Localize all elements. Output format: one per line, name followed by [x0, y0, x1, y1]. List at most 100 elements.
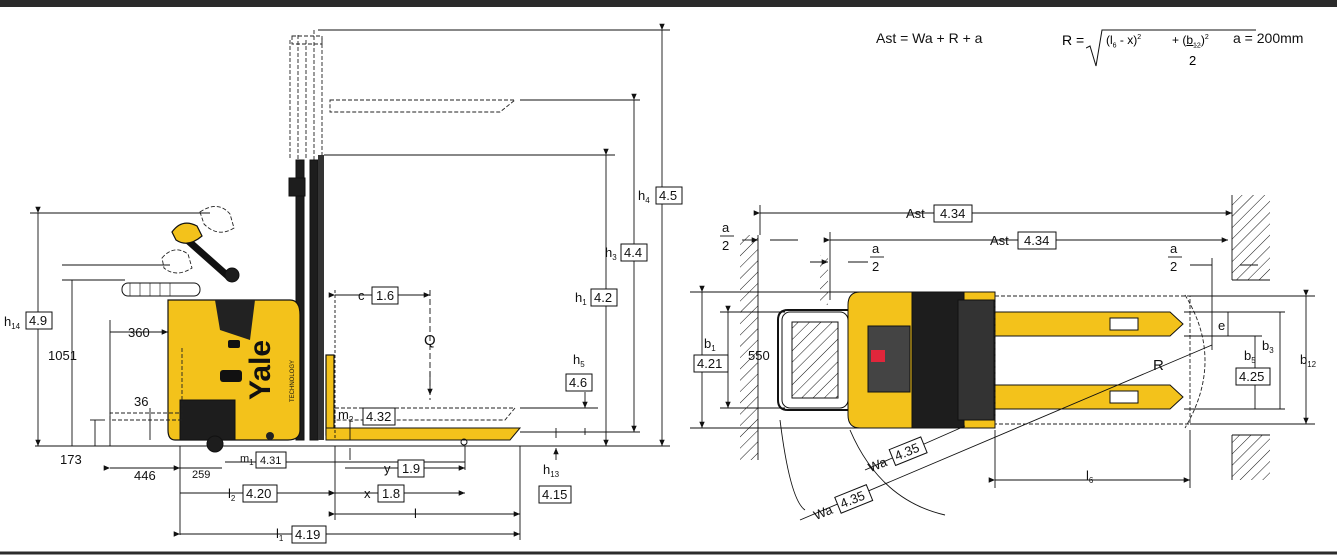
mast-top — [957, 299, 995, 421]
body-slot — [220, 370, 242, 382]
wall-inner-left — [820, 255, 828, 305]
control-panel — [215, 300, 255, 340]
load-wheel — [460, 438, 468, 446]
mast-rail-right — [309, 159, 319, 441]
brand-tagline: TECHNOLOGY — [290, 360, 296, 402]
l2-label: l2 — [228, 486, 236, 503]
wall-right-bottom — [1232, 435, 1270, 480]
fork-raised-outline — [334, 407, 516, 421]
e-label: e — [1218, 318, 1225, 333]
c-label: c — [358, 288, 365, 303]
h4-label: h4 — [638, 188, 650, 205]
ast-formula: Ast = Wa + R + a — [876, 30, 983, 46]
a-value-formula: a = 200mm — [1233, 30, 1304, 46]
r-formula: R = (l6 - x)2 + (b12)2 2 — [1062, 26, 1262, 74]
l1-label: l1 — [276, 526, 284, 543]
bolt — [266, 432, 274, 440]
pallet-swing-arc — [1184, 294, 1206, 429]
l1-ref: 4.19 — [295, 527, 320, 542]
h1-label: h1 — [575, 290, 587, 307]
h13-ref: 4.15 — [542, 487, 567, 502]
svg-text:Wa: Wa — [811, 502, 835, 523]
mast — [288, 155, 335, 441]
h5-ref: 4.6 — [569, 375, 587, 390]
l2-ref: 4.20 — [246, 486, 271, 501]
dim-36: 36 — [134, 394, 148, 409]
battery-top — [911, 291, 965, 429]
tiller-head-lowered — [161, 249, 193, 274]
h14-ref: 4.9 — [29, 313, 47, 328]
y-label: y — [384, 461, 391, 476]
r-formula-lhs: R = — [1062, 32, 1085, 48]
side-view: Yale TECHNOLOGY — [4, 23, 683, 544]
wall-left — [740, 235, 758, 460]
ast2-label: Ast — [990, 233, 1009, 248]
tiller-pivot — [224, 267, 240, 283]
m2-ref: 4.32 — [366, 409, 391, 424]
mast-rail-left — [295, 159, 305, 441]
b1-ref: 4.21 — [697, 356, 722, 371]
platform-mat — [791, 321, 839, 399]
fork — [325, 427, 522, 441]
dim-1051: 1051 — [48, 348, 77, 363]
top-view: Ast 4.34 Ast 4.34 a 2 a 2 a 2 b1 4.21 55… — [690, 195, 1317, 523]
top-border-bar — [0, 0, 1337, 7]
b1-label: b1 — [704, 336, 716, 353]
svg-text:Wa: Wa — [866, 454, 890, 475]
top-labels: Ast 4.34 Ast 4.34 a 2 a 2 a 2 b1 4.21 55… — [693, 204, 1317, 523]
ast-ref: 4.34 — [940, 206, 965, 221]
dim-550: 550 — [748, 348, 770, 363]
m1-ref: 4.31 — [260, 455, 281, 467]
wa-arc-inner — [849, 429, 946, 516]
load-roller-right — [1109, 390, 1139, 404]
m2-label: m2 — [338, 407, 354, 424]
emergency-button — [871, 350, 885, 362]
ast-label: Ast — [906, 206, 925, 221]
sqrt-sign — [1086, 29, 1256, 67]
a-half-right-num: a — [1170, 241, 1178, 256]
fork-top-left — [994, 311, 1184, 337]
h4-ref: 4.5 — [659, 188, 677, 203]
ast2-ref: 4.34 — [1024, 233, 1049, 248]
r-formula-denominator: 2 — [1189, 53, 1197, 68]
dim-173: 173 — [60, 452, 82, 467]
l6-label: l6 — [1086, 468, 1094, 485]
tiller-head-raised — [199, 206, 235, 233]
m1-label: m1 — [240, 453, 254, 467]
y-ref: 1.9 — [402, 461, 420, 476]
pallet-outline — [994, 295, 1191, 425]
x-ref: 1.8 — [382, 486, 400, 501]
dim-446: 446 — [134, 468, 156, 483]
drive-wheel — [206, 435, 224, 453]
load-roller-left — [1109, 317, 1139, 331]
c-ref: 1.6 — [376, 288, 394, 303]
a-half-mid-num: a — [872, 241, 880, 256]
tiller — [121, 206, 240, 297]
b5-label: b5 — [1244, 348, 1256, 365]
h3-ref: 4.4 — [624, 245, 642, 260]
fork-carriage — [325, 354, 335, 436]
tiller-head — [171, 222, 203, 244]
mast-rail-back — [318, 155, 324, 440]
r-formula-term-b: + (b12)2 — [1172, 33, 1209, 50]
load-q-label: Q — [424, 332, 436, 349]
h5-label: h5 — [573, 352, 585, 369]
wa-label-outer: Wa 4.35 — [811, 484, 874, 523]
h13-label: h13 — [543, 462, 560, 479]
r-formula-term-a: (l6 - x)2 — [1106, 33, 1142, 50]
brand-logo: Yale — [244, 340, 277, 400]
x-label: x — [364, 486, 371, 501]
battery-compartment — [179, 399, 236, 441]
wa-arc-outer — [779, 419, 806, 511]
side-labels: h14 4.9 1051 360 36 173 446 259 m1 4.31 … — [4, 186, 683, 544]
r-label: R — [1153, 357, 1164, 374]
wall-right-top — [1232, 195, 1270, 280]
h3-label: h3 — [605, 245, 617, 262]
b12-label: b12 — [1300, 352, 1317, 369]
b3-label: b3 — [1262, 338, 1274, 355]
h14-label: h14 — [4, 314, 21, 331]
a-half-right-den: 2 — [1170, 259, 1177, 274]
top-dimensions — [690, 205, 1315, 488]
